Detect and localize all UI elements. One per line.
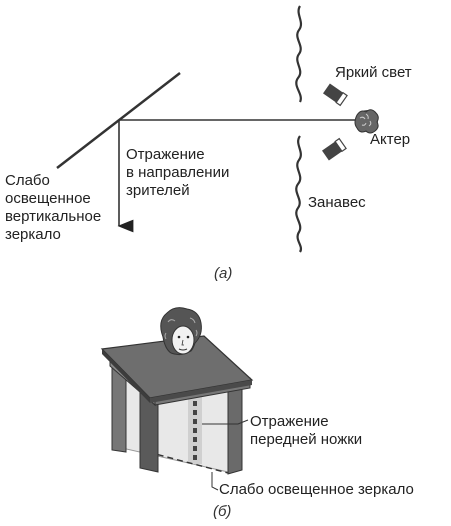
label-reflection: Отражение в направлении зрителей bbox=[126, 146, 230, 199]
diagram-a bbox=[56, 5, 379, 253]
leader-leg-reflection bbox=[202, 419, 249, 425]
actor-head-icon bbox=[354, 109, 379, 134]
leader-dim-mirror bbox=[211, 472, 219, 491]
lamp-upper-icon bbox=[323, 83, 348, 107]
lamp-lower-icon bbox=[322, 137, 347, 161]
curtain-lower bbox=[295, 135, 302, 253]
caption-a: (а) bbox=[214, 265, 233, 282]
actor-head-icon-b bbox=[160, 307, 202, 356]
label-mirror: Слабо освещенное вертикальное зеркало bbox=[5, 172, 102, 243]
label-curtain: Занавес bbox=[308, 194, 366, 211]
leg-right bbox=[227, 383, 243, 475]
mirror-edge-dashed bbox=[147, 451, 229, 474]
label-bright-light: Яркий свет bbox=[335, 64, 412, 81]
caption-b: (б) bbox=[213, 503, 232, 520]
label-leg-reflection: Отражение передней ножки bbox=[250, 413, 363, 448]
diagram-b bbox=[100, 307, 254, 491]
label-actor: Актер bbox=[370, 131, 411, 148]
curtain-upper bbox=[295, 5, 303, 103]
label-dim-mirror: Слабо освещенное зеркало bbox=[219, 481, 414, 498]
leg-back-left bbox=[111, 365, 127, 453]
